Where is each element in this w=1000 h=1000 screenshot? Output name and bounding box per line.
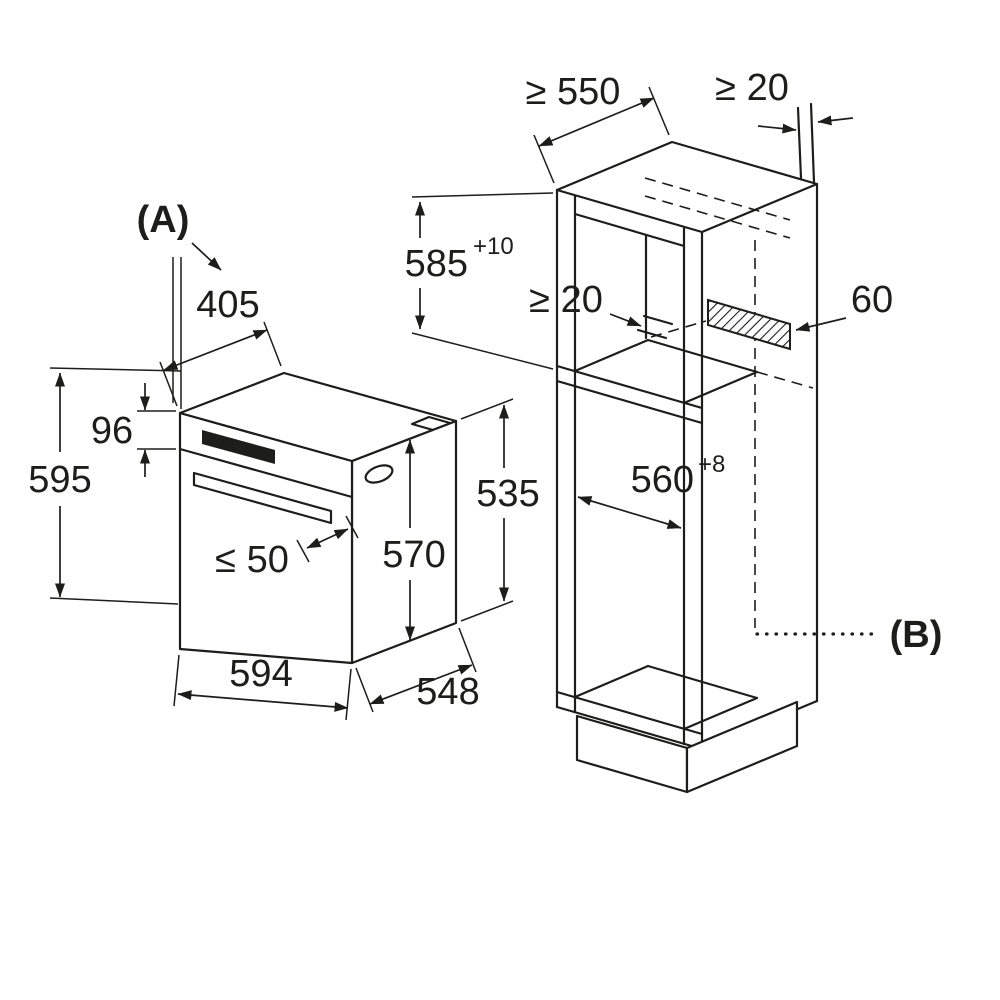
- dim-niche-min-depth: ≥ 550: [526, 71, 670, 184]
- dim-control-panel-height: 96: [91, 383, 176, 477]
- vent-cutout-hatch: [707, 298, 791, 351]
- dim-vent-height: 60: [795, 279, 893, 332]
- dim-oven-depth: 548: [355, 627, 480, 713]
- door-handle: [192, 471, 333, 525]
- shelf-top-right-edge: [682, 370, 759, 405]
- plinth-side: [685, 700, 799, 794]
- hidden-edge: [644, 195, 791, 239]
- oven-view: [178, 371, 458, 665]
- dim-label-min-550: ≥ 550: [526, 71, 621, 113]
- bottom-panel-right-edge: [682, 696, 759, 731]
- dim-label-405: 405: [196, 284, 259, 326]
- hidden-edge: [644, 177, 791, 221]
- plinth-front: [575, 714, 689, 794]
- hidden-edge: [756, 371, 814, 389]
- dim-label-585: 585: [405, 243, 468, 285]
- view-b-label: (B): [890, 614, 943, 656]
- side-grip-cutout: [364, 464, 394, 484]
- wall-line: [796, 106, 803, 180]
- oven-dimensions: (A) 405 96 595: [28, 199, 540, 721]
- bottom-panel-back-edge: [646, 664, 759, 700]
- dim-niche-height: 585 +10: [405, 192, 554, 370]
- dim-label-le-50: ≤ 50: [215, 539, 289, 581]
- dim-vent-gap: ≥ 20: [529, 279, 674, 340]
- dim-label-560-tolerance: +8: [698, 451, 725, 478]
- oven-top-face: [178, 371, 458, 463]
- dim-oven-height: 595: [28, 367, 182, 605]
- bottom-panel-front-edge: [555, 690, 704, 736]
- cabinet-bottom-front-edge: [555, 705, 704, 751]
- top-panel-underside: [573, 212, 686, 248]
- dim-label-595: 595: [28, 459, 91, 501]
- oven-top-notch: [410, 415, 452, 432]
- view-b-reference: (B): [755, 614, 943, 656]
- dim-oven-top-depth: 405: [159, 284, 282, 407]
- shelf-top-left-edge: [573, 338, 650, 373]
- dim-label-535: 535: [476, 473, 539, 515]
- dim-label-96: 96: [91, 410, 133, 452]
- cabinet-top-face: [555, 140, 819, 234]
- dim-label-585-tolerance: +10: [473, 233, 514, 260]
- hidden-edge: [650, 320, 707, 338]
- dim-label-560: 560: [631, 459, 694, 501]
- control-panel-display: [202, 430, 275, 464]
- dim-label-vent-gap-20: ≥ 20: [529, 279, 603, 321]
- cabinet-dimensions: ≥ 550 ≥ 20 585 +10 ≥ 20: [405, 67, 943, 656]
- view-a-arrow: [191, 242, 222, 271]
- dim-label-570: 570: [382, 534, 445, 576]
- dim-label-60: 60: [851, 279, 893, 321]
- gap-line: [642, 314, 674, 326]
- dim-oven-front-height: 570: [382, 439, 446, 641]
- view-a-label: (A): [137, 199, 190, 241]
- gap-line: [636, 328, 668, 340]
- shelf-back-edge: [646, 338, 759, 374]
- cabinet-view: [555, 140, 819, 794]
- dim-rear-top-gap: ≥ 20: [715, 67, 854, 184]
- dim-label-548: 548: [416, 671, 479, 713]
- bottom-panel-left-edge: [573, 664, 650, 699]
- dim-handle-clearance: ≤ 50: [215, 515, 359, 581]
- wall-line: [809, 102, 816, 184]
- shelf-bottom-edge: [555, 379, 704, 425]
- dim-label-top-gap-20: ≥ 20: [715, 67, 789, 109]
- shelf-front-edge: [555, 364, 704, 410]
- dim-oven-width: 594: [173, 653, 352, 721]
- dim-oven-rear-height: 535: [460, 398, 540, 622]
- control-panel-line: [178, 447, 354, 499]
- dim-label-594: 594: [229, 653, 292, 695]
- dim-niche-width: 560 +8: [577, 451, 725, 529]
